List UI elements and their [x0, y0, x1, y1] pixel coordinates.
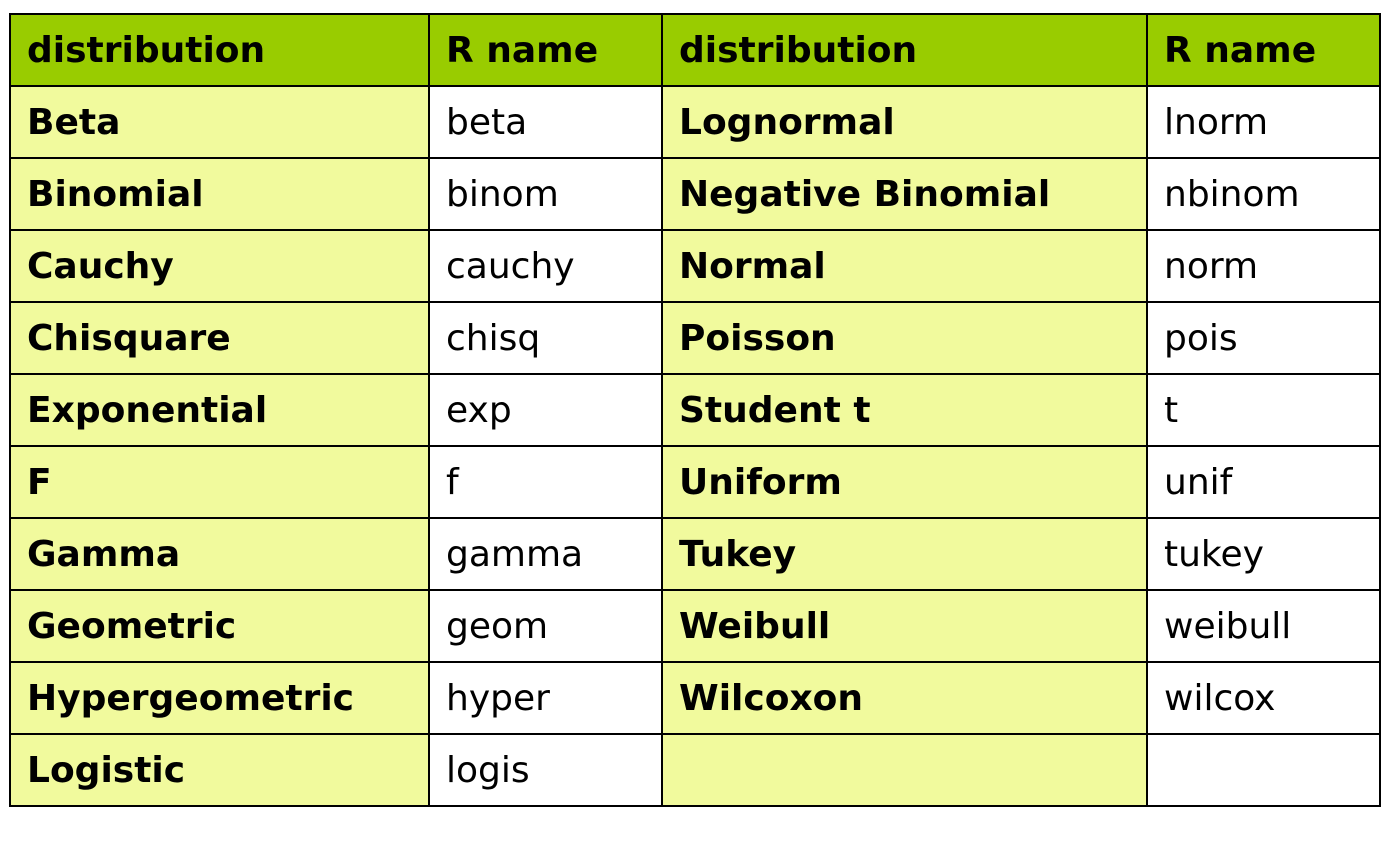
rname-cell — [1146, 733, 1381, 807]
distribution-cell: Weibull — [661, 589, 1148, 663]
rname-cell: weibull — [1146, 589, 1381, 663]
distribution-cell — [661, 733, 1148, 807]
distribution-cell: F — [9, 445, 430, 519]
distribution-cell: Hypergeometric — [9, 661, 430, 735]
rname-cell: nbinom — [1146, 157, 1381, 231]
distribution-cell: Gamma — [9, 517, 430, 591]
distribution-cell: Wilcoxon — [661, 661, 1148, 735]
table-row: Beta beta Lognormal lnorm — [9, 85, 1381, 159]
rname-cell: geom — [428, 589, 663, 663]
rname-cell: unif — [1146, 445, 1381, 519]
rname-cell: f — [428, 445, 663, 519]
table-row: Exponential exp Student t t — [9, 373, 1381, 447]
distribution-cell: Beta — [9, 85, 430, 159]
distribution-cell: Exponential — [9, 373, 430, 447]
table-row: Geometric geom Weibull weibull — [9, 589, 1381, 663]
header-row: distribution R name distribution R name — [9, 13, 1381, 87]
distribution-table: distribution R name distribution R name … — [9, 13, 1381, 807]
table-row: Binomial binom Negative Binomial nbinom — [9, 157, 1381, 231]
rname-cell: binom — [428, 157, 663, 231]
header-rname-left: R name — [428, 13, 663, 87]
distribution-cell: Negative Binomial — [661, 157, 1148, 231]
rname-cell: hyper — [428, 661, 663, 735]
distribution-cell: Lognormal — [661, 85, 1148, 159]
distribution-cell: Tukey — [661, 517, 1148, 591]
rname-cell: tukey — [1146, 517, 1381, 591]
rname-cell: lnorm — [1146, 85, 1381, 159]
header-distribution-right: distribution — [661, 13, 1148, 87]
distribution-cell: Geometric — [9, 589, 430, 663]
table-row: Chisquare chisq Poisson pois — [9, 301, 1381, 375]
distribution-cell: Normal — [661, 229, 1148, 303]
table-row: Gamma gamma Tukey tukey — [9, 517, 1381, 591]
rname-cell: chisq — [428, 301, 663, 375]
distribution-table-container: distribution R name distribution R name … — [9, 13, 1381, 807]
distribution-cell: Binomial — [9, 157, 430, 231]
rname-cell: norm — [1146, 229, 1381, 303]
table-row: F f Uniform unif — [9, 445, 1381, 519]
rname-cell: wilcox — [1146, 661, 1381, 735]
distribution-cell: Uniform — [661, 445, 1148, 519]
distribution-cell: Chisquare — [9, 301, 430, 375]
table-row: Hypergeometric hyper Wilcoxon wilcox — [9, 661, 1381, 735]
distribution-cell: Poisson — [661, 301, 1148, 375]
header-rname-right: R name — [1146, 13, 1381, 87]
table-row: Logistic logis — [9, 733, 1381, 807]
distribution-cell: Logistic — [9, 733, 430, 807]
table-row: Cauchy cauchy Normal norm — [9, 229, 1381, 303]
header-distribution-left: distribution — [9, 13, 430, 87]
rname-cell: exp — [428, 373, 663, 447]
rname-cell: t — [1146, 373, 1381, 447]
distribution-cell: Cauchy — [9, 229, 430, 303]
rname-cell: beta — [428, 85, 663, 159]
rname-cell: gamma — [428, 517, 663, 591]
distribution-cell: Student t — [661, 373, 1148, 447]
rname-cell: logis — [428, 733, 663, 807]
rname-cell: cauchy — [428, 229, 663, 303]
rname-cell: pois — [1146, 301, 1381, 375]
